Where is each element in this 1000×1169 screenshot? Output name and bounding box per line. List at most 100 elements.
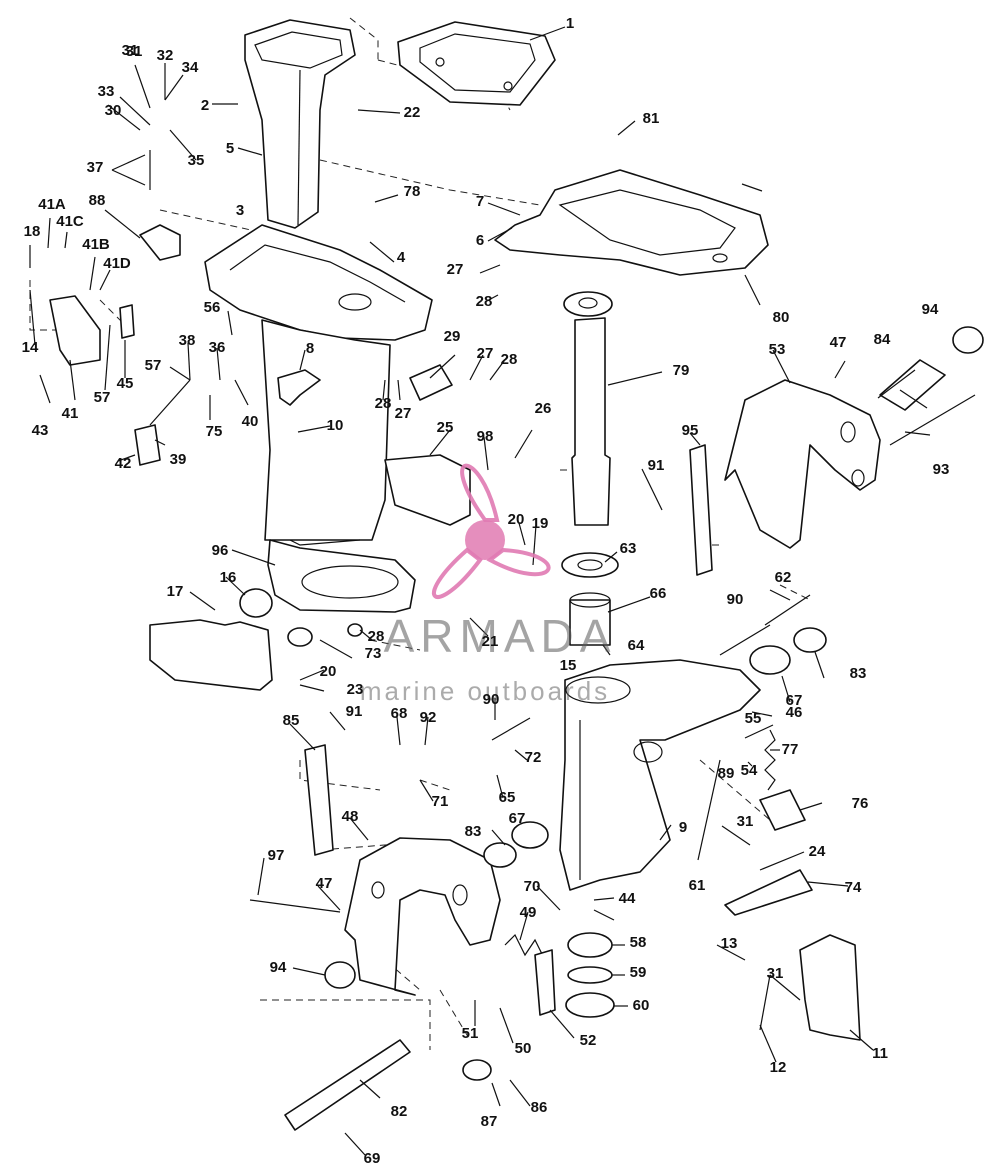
stern-bracket-left (344, 837, 501, 996)
callout-label: 27 (447, 261, 464, 278)
callout-label: 17 (167, 583, 184, 600)
callout-label: 55 (745, 710, 762, 727)
callout-label: 28 (375, 395, 392, 412)
small-parts (49, 224, 984, 1131)
callout-label: 21 (482, 633, 499, 650)
callout-label: 31 (737, 813, 754, 830)
callout-label: 62 (775, 569, 792, 586)
callout-label: 57 (145, 357, 162, 374)
callout-label: 20 (508, 511, 525, 528)
callout-label: 79 (673, 362, 690, 379)
callout-label: 20 (320, 663, 337, 680)
callout-label: 91 (346, 703, 363, 720)
callout-label: 45 (117, 375, 134, 392)
callout-label: 39 (170, 451, 187, 468)
callout-label: 33 (98, 83, 115, 100)
callout-label: 83 (850, 665, 867, 682)
callout-label: 57 (94, 389, 111, 406)
callout-label: 30 (105, 102, 122, 119)
callout-label: 48 (342, 808, 359, 825)
callout-label: 83 (465, 823, 482, 840)
exhaust-cover (149, 619, 273, 691)
callout-label: 28 (368, 628, 385, 645)
callout-label: 38 (179, 332, 196, 349)
callout-label: 76 (852, 795, 869, 812)
callout-label: 31 (767, 965, 784, 982)
callout-label: 75 (206, 423, 223, 440)
callout-label: 31 (122, 42, 139, 59)
callout-label: 41B (82, 236, 110, 253)
lower-yoke (559, 659, 761, 891)
callout-label: 10 (327, 417, 344, 434)
leader-lines (29, 26, 931, 1156)
callout-label: 27 (395, 405, 412, 422)
callout-label: 87 (481, 1113, 498, 1130)
callout-label: 18 (24, 223, 41, 240)
callout-label: 25 (437, 419, 454, 436)
callout-label: 3 (236, 202, 244, 219)
callout-label: 41 (62, 405, 79, 422)
callout-label: 77 (782, 741, 799, 758)
callout-label: 58 (630, 934, 647, 951)
callout-label: 67 (786, 692, 803, 709)
callout-label: 89 (718, 765, 735, 782)
callout-label: 36 (209, 339, 226, 356)
brand-watermark: ARMADA marine outboards (360, 463, 617, 706)
callout-label: 98 (477, 428, 494, 445)
callout-label: 9 (679, 819, 687, 836)
callout-label: 92 (420, 709, 437, 726)
callout-label: 27 (477, 345, 494, 362)
callout-label: 19 (532, 515, 549, 532)
callout-label: 53 (769, 341, 786, 358)
callout-label: 44 (619, 890, 636, 907)
callout-label: 69 (364, 1150, 381, 1167)
swivel-bracket (494, 169, 769, 276)
callout-label: 63 (620, 540, 637, 557)
callout-label: 72 (525, 749, 542, 766)
callout-label: 68 (391, 705, 408, 722)
callout-label: 28 (476, 293, 493, 310)
callout-label: 28 (501, 351, 518, 368)
propeller-logo-icon (432, 463, 551, 599)
callout-label: 2 (201, 97, 209, 114)
callout-labels: 1234567891011121314151617181920202122232… (22, 15, 950, 1167)
callout-label: 96 (212, 542, 229, 559)
callout-label: 86 (531, 1099, 548, 1116)
callout-label: 41D (103, 255, 131, 272)
callout-label: 73 (365, 645, 382, 662)
callout-label: 95 (682, 422, 699, 439)
callout-label: 82 (391, 1103, 408, 1120)
callout-label: 29 (444, 328, 461, 345)
adapter-plate (204, 224, 433, 341)
callout-label: 1 (566, 15, 574, 32)
callout-label: 12 (770, 1059, 787, 1076)
callout-label: 31 (126, 43, 143, 60)
callout-label: 67 (509, 810, 526, 827)
callout-label: 14 (22, 339, 39, 356)
callout-label: 64 (628, 637, 645, 654)
callout-label: 84 (874, 331, 891, 348)
callout-label: 94 (922, 301, 939, 318)
callout-label: 5 (226, 140, 234, 157)
gasket (397, 21, 556, 106)
callout-label: 26 (535, 400, 552, 417)
watermark-tagline: marine outboards (360, 676, 610, 706)
callout-label: 32 (157, 47, 174, 64)
callout-label: 56 (204, 299, 221, 316)
callout-label: 81 (643, 110, 660, 127)
callout-label: 47 (316, 875, 333, 892)
callout-label: 94 (270, 959, 287, 976)
callout-label: 93 (933, 461, 950, 478)
callout-label: 34 (182, 59, 199, 76)
callout-label: 61 (689, 877, 706, 894)
callout-label: 97 (268, 847, 285, 864)
callout-label: 7 (476, 193, 484, 210)
stern-bracket-right (724, 379, 881, 549)
callout-label: 70 (524, 878, 541, 895)
callout-label: 85 (283, 712, 300, 729)
callout-label: 60 (633, 997, 650, 1014)
watermark-brand: ARMADA (384, 610, 617, 662)
callout-label: 80 (773, 309, 790, 326)
callout-label: 22 (404, 104, 421, 121)
